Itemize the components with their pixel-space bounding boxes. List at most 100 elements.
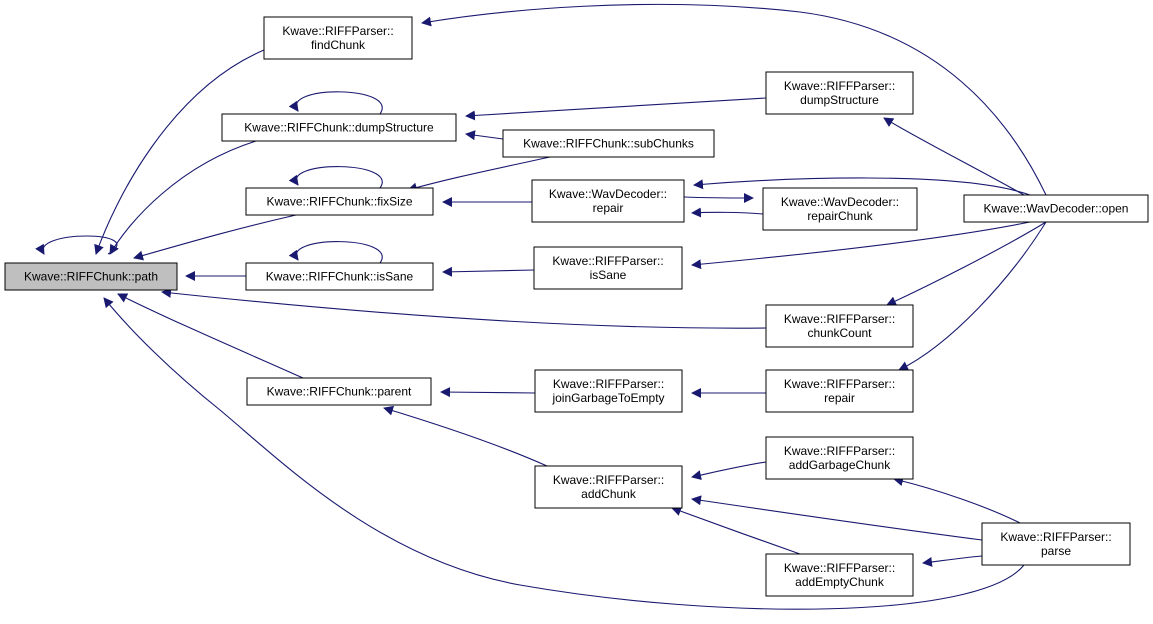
graph-nodes: Kwave::RIFFChunk::pathKwave::RIFFParser:… [4, 16, 1149, 597]
node-box [245, 262, 434, 291]
node-label: findChunk [311, 38, 366, 52]
node-label: Kwave::RIFFParser:: [784, 444, 895, 458]
node-parse[interactable]: Kwave::RIFFParser::parse [981, 522, 1131, 566]
edge-addEmpty-to-addChunk [671, 506, 801, 555]
node-box [765, 436, 914, 480]
node-addEmpty[interactable]: Kwave::RIFFParser::addEmptyChunk [765, 553, 914, 597]
node-path[interactable]: Kwave::RIFFChunk::path [4, 262, 178, 291]
node-addGarbage[interactable]: Kwave::RIFFParser::addGarbageChunk [765, 436, 914, 480]
graph-edges [35, 3, 1047, 610]
edge-findChunk-to-path [94, 49, 265, 255]
node-label: Kwave::WavDecoder::open [984, 202, 1129, 216]
node-label: repair [824, 391, 855, 405]
edge-subChunks-to-dumpStructureChunk [465, 130, 504, 141]
edge-isSaneParser-to-isSaneChunk [442, 266, 535, 277]
node-label: joinGarbageToEmpty [551, 391, 664, 405]
edge-dumpStructureChunk-to-dumpStructureChunk [288, 91, 383, 115]
node-box [765, 304, 914, 348]
node-label: Kwave::RIFFParser:: [784, 561, 895, 575]
node-repairChunk[interactable]: Kwave::WavDecoder::repairChunk [762, 187, 918, 231]
node-box [246, 377, 432, 406]
node-box [4, 262, 178, 291]
node-addChunk[interactable]: Kwave::RIFFParser::addChunk [534, 465, 683, 509]
edge-parse-to-path [103, 297, 1025, 610]
node-box [531, 179, 685, 223]
edge-joinGarbage-to-parent [440, 387, 536, 398]
node-parserRepair[interactable]: Kwave::RIFFParser::repair [765, 369, 914, 413]
edge-subChunks-to-fixSize [407, 156, 551, 193]
node-label: Kwave::RIFFParser:: [282, 24, 393, 38]
node-label: Kwave::WavDecoder:: [781, 195, 899, 209]
node-label: addGarbageChunk [789, 458, 891, 472]
edge-fixSize-to-fixSize [288, 166, 383, 189]
edge-dumpStructureParser-to-dumpStructureChunk [465, 97, 767, 121]
node-label: Kwave::RIFFParser:: [553, 473, 664, 487]
node-label: Kwave::WavDecoder:: [549, 187, 667, 201]
node-wavRepair[interactable]: Kwave::WavDecoder::repair [531, 179, 685, 223]
node-wavOpen[interactable]: Kwave::WavDecoder::open [963, 194, 1149, 223]
node-label: dumpStructure [800, 93, 879, 107]
node-label: Kwave::RIFFParser:: [553, 377, 664, 391]
node-label: Kwave::RIFFChunk::dumpStructure [244, 121, 434, 135]
node-label: repairChunk [807, 209, 873, 223]
node-box [981, 522, 1131, 566]
node-box [963, 194, 1149, 223]
node-label: addChunk [581, 487, 637, 501]
edge-parse-to-addEmpty [922, 555, 983, 567]
edge-addGarbage-to-addChunk [691, 461, 767, 480]
node-box [765, 369, 914, 413]
node-subChunks[interactable]: Kwave::RIFFChunk::subChunks [502, 129, 715, 158]
node-box [221, 113, 457, 142]
node-label: addEmptyChunk [795, 575, 885, 589]
node-label: Kwave::RIFFChunk::path [24, 270, 158, 284]
node-label: Kwave::RIFFChunk::fixSize [266, 195, 412, 209]
edge-parse-to-addChunk [691, 495, 983, 541]
edge-wavOpen-to-dumpStructureParser [883, 117, 1025, 196]
edge-dumpStructureChunk-to-path [109, 140, 257, 255]
node-isSaneParser[interactable]: Kwave::RIFFParser::isSane [533, 246, 683, 290]
node-box [533, 246, 683, 290]
edge-wavOpen-to-parserRepair [898, 221, 1047, 371]
node-label: isSane [590, 268, 627, 282]
edge-parent-to-path [117, 293, 304, 379]
edge-wavOpen-to-findChunk [421, 3, 1047, 196]
node-box [765, 71, 914, 115]
edge-wavOpen-to-isSaneParser [691, 221, 1031, 270]
node-box [762, 187, 918, 231]
node-box [534, 465, 683, 509]
node-box [263, 16, 413, 60]
node-joinGarbage[interactable]: Kwave::RIFFParser::joinGarbageToEmpty [534, 369, 683, 413]
node-label: Kwave::RIFFParser:: [784, 377, 895, 391]
edge-wavOpen-to-wavRepair [693, 177, 1031, 196]
node-parent[interactable]: Kwave::RIFFChunk::parent [246, 377, 432, 406]
edge-path-to-path [35, 235, 118, 255]
edge-wavOpen-to-chunkCount [886, 221, 1047, 306]
node-box [534, 369, 683, 413]
node-box [245, 187, 434, 216]
edge-addChunk-to-parent [383, 405, 548, 467]
node-dumpStructureParser[interactable]: Kwave::RIFFParser::dumpStructure [765, 71, 914, 115]
node-label: Kwave::RIFFChunk::parent [267, 385, 412, 399]
node-findChunk[interactable]: Kwave::RIFFParser::findChunk [263, 16, 413, 60]
node-label: chunkCount [807, 326, 872, 340]
node-fixSize[interactable]: Kwave::RIFFChunk::fixSize [245, 187, 434, 216]
node-label: repair [593, 201, 624, 215]
node-label: parse [1041, 544, 1071, 558]
node-isSaneChunk[interactable]: Kwave::RIFFChunk::isSane [245, 262, 434, 291]
node-label: Kwave::RIFFChunk::subChunks [523, 137, 694, 151]
node-label: Kwave::RIFFChunk::isSane [266, 270, 414, 284]
edge-chunkCount-to-path [161, 287, 767, 329]
edge-fixSize-to-path [133, 214, 297, 261]
node-label: Kwave::RIFFParser:: [1000, 530, 1111, 544]
node-chunkCount[interactable]: Kwave::RIFFParser::chunkCount [765, 304, 914, 348]
node-box [502, 129, 715, 158]
node-label: Kwave::RIFFParser:: [552, 254, 663, 268]
edge-repairChunk-to-wavRepair [691, 207, 764, 218]
edge-isSaneChunk-to-isSaneChunk [288, 241, 383, 264]
edge-wavRepair-to-repairChunk [683, 192, 754, 203]
node-dumpStructureChunk[interactable]: Kwave::RIFFChunk::dumpStructure [221, 113, 457, 142]
node-box [765, 553, 914, 597]
node-label: Kwave::RIFFParser:: [784, 312, 895, 326]
edge-parse-to-addGarbage [893, 476, 1021, 524]
